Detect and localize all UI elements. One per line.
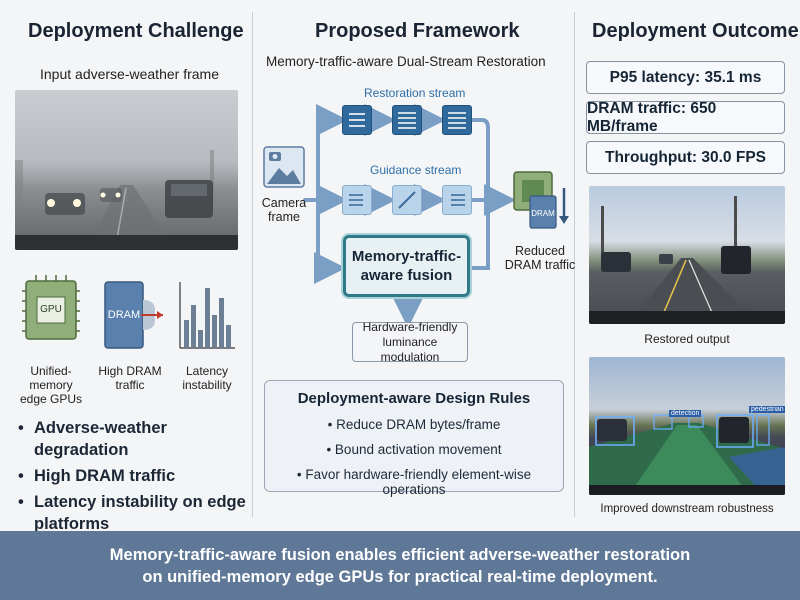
design-rules-box: Deployment-aware Design Rules • Reduce D… — [264, 380, 564, 497]
reduced-dram-text: DRAM — [531, 209, 555, 218]
challenge-bullet-list: Adverse-weather degradation High DRAM tr… — [18, 417, 248, 539]
divider-right — [574, 12, 575, 517]
dram-label-line2: traffic — [115, 378, 145, 392]
gpu-label: Unified-memory edge GPUs — [10, 364, 92, 406]
reduced-dram-label: Reduced DRAM traffic — [500, 244, 580, 272]
input-frame-caption: Input adverse-weather frame — [40, 66, 219, 82]
camera-label-line1: Camera — [261, 196, 307, 210]
dram-label-line1: High DRAM — [98, 364, 162, 378]
dram-chip-text: DRAM — [107, 309, 141, 321]
latency-bar-icon — [177, 280, 237, 350]
detection-scene-svg — [589, 414, 785, 495]
dram-label: High DRAM traffic — [95, 364, 165, 392]
design-rule-2: • Bound activation movement — [326, 442, 502, 457]
divider-left — [252, 12, 253, 517]
bullet-latency: Latency instability on edge platforms — [18, 491, 248, 535]
guidance-block-1 — [342, 185, 372, 215]
restored-scene-svg — [589, 196, 785, 324]
downstream-caption: Improved downstream robustness — [600, 503, 774, 515]
dram-icon: DRAM — [103, 280, 165, 350]
middle-column-title: Proposed Framework — [315, 20, 520, 42]
camera-label: Camera frame — [258, 196, 310, 224]
left-column-title: Deployment Challenge — [28, 20, 244, 42]
camera-frame-icon — [263, 146, 305, 188]
reduced-dram-label-line1: Reduced — [514, 244, 566, 258]
framework-subtitle: Memory-traffic-aware Dual-Stream Restora… — [266, 54, 546, 69]
latency-label: Latency instability — [172, 364, 242, 392]
gpu-label-line1: Unified-memory — [29, 364, 73, 392]
hardware-friendly-modulation-box: Hardware-friendly luminance modulation — [352, 319, 468, 364]
hw-line2: luminance modulation — [380, 334, 440, 364]
footer-line1: Memory-traffic-aware fusion enables effi… — [109, 545, 691, 564]
gpu-label-line2: edge GPUs — [19, 392, 83, 406]
reduced-dram-chip-icon: DRAM — [510, 170, 570, 230]
design-rule-1: • Reduce DRAM bytes/frame — [327, 417, 501, 432]
fusion-line2: aware fusion — [360, 267, 453, 284]
restoration-stream-label: Restoration stream — [364, 86, 466, 100]
bullet-weather: Adverse-weather degradation — [18, 417, 248, 461]
bullet-dram: High DRAM traffic — [18, 465, 248, 487]
guidance-stream-label: Guidance stream — [370, 163, 462, 177]
downstream-detection-image: detection pedestrian — [589, 357, 785, 495]
latency-label-line2: instability — [182, 378, 232, 392]
guidance-block-3 — [442, 185, 472, 215]
metric-dram-traffic: DRAM traffic: 650 MB/frame — [586, 100, 785, 135]
metric-p95-latency: P95 latency: 35.1 ms — [586, 61, 785, 94]
restoration-block-3 — [442, 105, 472, 135]
foggy-scene-svg — [15, 150, 238, 250]
restored-output-image — [589, 186, 785, 324]
footer-summary-banner: Memory-traffic-aware fusion enables effi… — [0, 531, 800, 600]
gpu-chip-text: GPU — [40, 304, 62, 315]
restored-output-caption: Restored output — [644, 332, 730, 346]
footer-line2: on unified-memory edge GPUs for practica… — [142, 567, 658, 586]
camera-label-line2: frame — [268, 210, 300, 224]
gpu-chip-icon: GPU — [22, 275, 80, 345]
design-rules-title: Deployment-aware Design Rules — [297, 390, 531, 407]
latency-label-line1: Latency — [185, 364, 229, 378]
flow-arrows — [303, 104, 516, 328]
right-column-title: Deployment Outcome — [592, 20, 799, 42]
design-rule-3: • Favor hardware-friendly element-wise o… — [296, 467, 532, 497]
detection-label-2: pedestrian — [749, 406, 785, 413]
memory-traffic-aware-fusion-box: Memory-traffic- aware fusion — [343, 235, 470, 297]
hw-line1: Hardware-friendly — [362, 319, 458, 334]
restoration-block-2 — [392, 105, 422, 135]
restoration-block-1 — [342, 105, 372, 135]
guidance-block-2 — [392, 185, 422, 215]
metric-throughput: Throughput: 30.0 FPS — [586, 141, 785, 174]
fusion-line1: Memory-traffic- — [351, 248, 462, 265]
detection-label-1: detection — [669, 410, 702, 417]
reduced-dram-label-line2: DRAM traffic — [504, 258, 576, 272]
foggy-input-image — [15, 90, 238, 250]
